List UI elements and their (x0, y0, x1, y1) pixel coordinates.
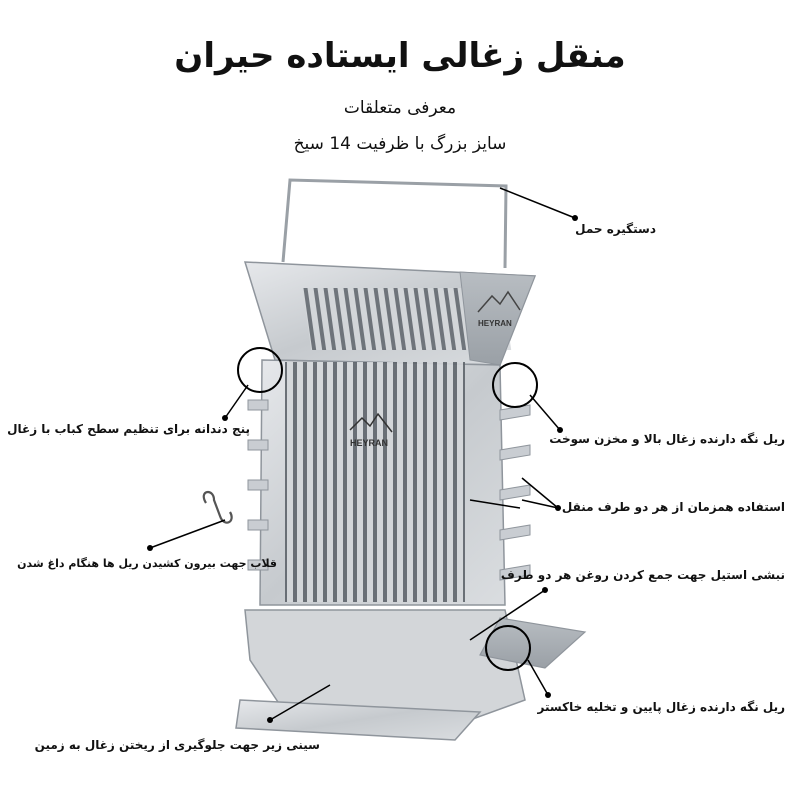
label-handle: دستگیره حمل (575, 222, 656, 236)
carry-handle (281, 178, 508, 269)
label-tray: سینی زیر جهت جلوگیری از ریختن زغال به زم… (34, 738, 320, 752)
capacity-line: سایز بزرگ با ظرفیت 14 سیخ (293, 134, 507, 154)
label-hook: قلاب جهت بیرون کشیدن ریل ها هنگام داغ شد… (17, 557, 277, 570)
label-steel-edge: نبشی استیل جهت جمع کردن روغن هر دو طرف (500, 568, 785, 582)
hopper-logo-mountain (477, 290, 521, 313)
hopper-slots (302, 288, 512, 350)
leader-dots (147, 215, 578, 723)
upper-rail-highlight-circle (492, 362, 538, 408)
right-comb-teeth (499, 404, 531, 581)
body-logo-mountain (349, 412, 393, 433)
page-title: منقل زغالی ایستاده حیران (174, 36, 626, 76)
bottom-tray (235, 699, 482, 741)
hook-icon (202, 491, 233, 524)
label-lower-rail: ریل نگه دارنده زغال پایین و تخلیه خاکستر (537, 700, 785, 714)
label-upper-rail: ریل نگه دارنده زغال بالا و مخزن سوخت (549, 432, 785, 446)
comb-highlight-circle (237, 347, 283, 393)
left-comb-teeth (247, 399, 269, 571)
leader-lines (149, 187, 576, 721)
lower-rail-highlight-circle (485, 625, 531, 671)
hopper-logo-text: HEYRAN (478, 319, 512, 328)
body-slots (285, 362, 465, 602)
label-comb: پنج دندانه برای تنظیم سطح کباب با زغال (7, 422, 250, 436)
page-subtitle: معرفی متعلقات (343, 98, 457, 118)
label-both-sides: استفاده همزمان از هر دو طرف منقل (561, 500, 785, 514)
body-logo-text: HEYRAN (350, 438, 388, 448)
